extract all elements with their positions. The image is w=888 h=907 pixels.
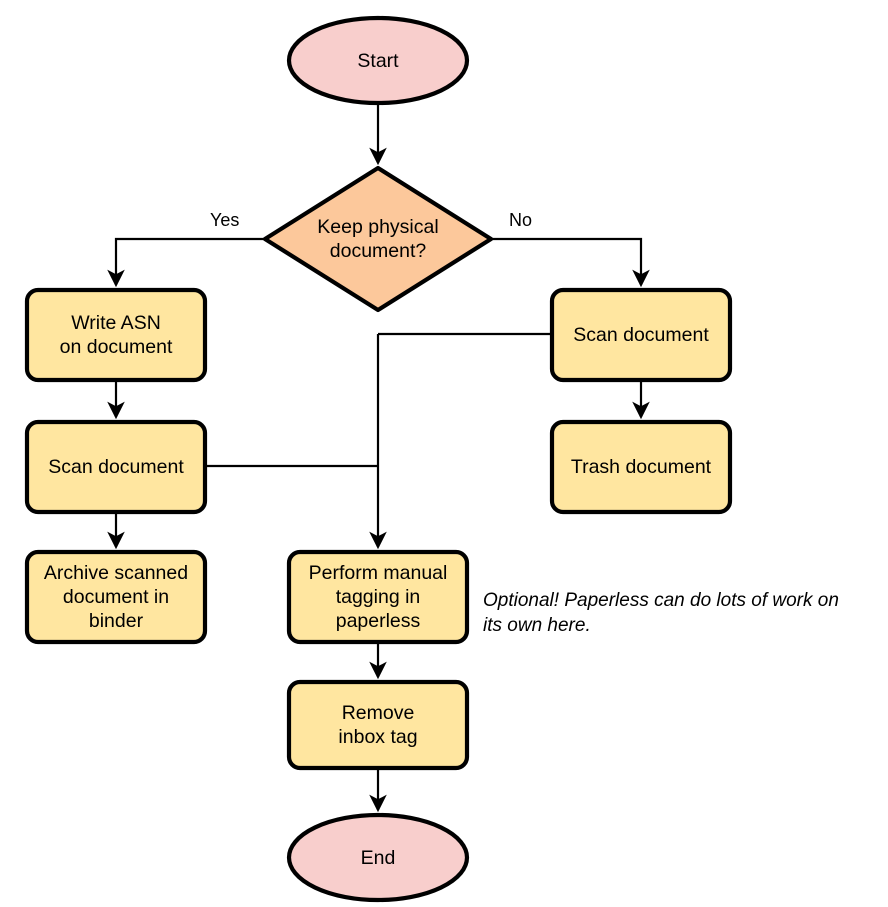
node-remove-inbox-tag[interactable]	[286, 679, 470, 771]
node-scan-document-right[interactable]	[549, 287, 733, 383]
node-trash-document[interactable]	[549, 419, 733, 515]
edge-decision-yes	[107, 237, 265, 288]
edge-label-yes: Yes	[210, 210, 240, 230]
node-decision-keep-physical-document[interactable]	[262, 165, 494, 313]
node-scan-document-left[interactable]	[24, 419, 208, 515]
annotation-optional-note: Optional! Paperless can do lots of work …	[483, 590, 839, 636]
node-end[interactable]	[286, 812, 470, 903]
node-archive-scanned-document[interactable]	[24, 549, 208, 645]
node-write-asn[interactable]	[24, 287, 208, 383]
node-start[interactable]	[286, 15, 470, 106]
edge-label-no: No	[509, 210, 533, 230]
edge-decision-no	[491, 237, 650, 288]
node-perform-manual-tagging[interactable]	[286, 549, 470, 645]
